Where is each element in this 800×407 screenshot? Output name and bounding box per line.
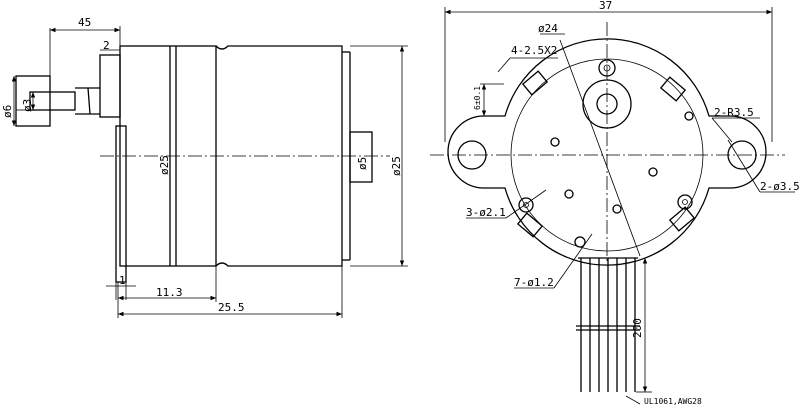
cable-spec: UL1061,AWG28	[644, 397, 702, 406]
front-view: 37 ø24 4-2.5X2 6±0.1 2-R3.5 2-ø3.5 3-ø2.…	[430, 0, 800, 406]
hole-1.2-b	[550, 137, 560, 147]
dim-shaft-flat-dia: ø3	[21, 99, 34, 112]
dim-pitch-circle: ø24	[538, 22, 558, 35]
mount-flange	[115, 125, 127, 283]
dim-body-dia: ø25	[158, 155, 171, 175]
rear-boss	[349, 131, 373, 183]
shaft	[15, 28, 121, 127]
slot-bottom-right	[668, 206, 696, 232]
hole-1.2-c	[684, 111, 694, 121]
hole-1.2-e	[648, 167, 658, 177]
dim-holes-small: 3-ø2.1	[466, 206, 506, 219]
hole-1.2-d	[564, 189, 574, 199]
dim-overall-width: 37	[599, 0, 612, 12]
dim-shaft-dia: ø6	[1, 105, 14, 118]
side-view: 45 2 ø6 ø3 ø25 ø5 ø25 1 11.3 25.5	[1, 16, 408, 318]
dim-shaft-offset: 2	[103, 39, 110, 52]
slot-top-right	[659, 76, 687, 102]
dim-mount-radius: 2-R3.5	[714, 106, 754, 119]
dim-total-length: 25.5	[218, 301, 245, 314]
dim-lead-length: 200	[631, 318, 644, 338]
slot-bottom-left	[516, 212, 544, 238]
motor-body-side	[115, 45, 373, 283]
dim-mount-hole: 2-ø3.5	[760, 180, 800, 193]
hole-1.2-f	[612, 204, 622, 214]
slot-top-left	[521, 70, 549, 96]
lead-wires	[576, 257, 640, 392]
dim-flange-thickness: 1	[119, 274, 126, 287]
dim-shaft-length: 45	[78, 16, 91, 29]
dim-outer-dia: ø25	[390, 156, 403, 176]
hole-2.1-b	[677, 194, 693, 210]
shaft-flat	[29, 91, 76, 111]
dim-gearbox-length: 11.3	[156, 286, 183, 299]
dim-slot-offset: 6±0.1	[473, 86, 482, 110]
motor-outline-front	[447, 38, 767, 266]
dim-slot: 4-2.5X2	[511, 44, 557, 57]
hole-2.1-a	[518, 197, 534, 213]
dim-holes-tiny: 7-ø1.2	[514, 276, 554, 289]
dim-rear-boss-dia: ø5	[356, 157, 369, 170]
hole-1.2-a	[574, 236, 586, 248]
shaft-collar	[99, 54, 121, 118]
